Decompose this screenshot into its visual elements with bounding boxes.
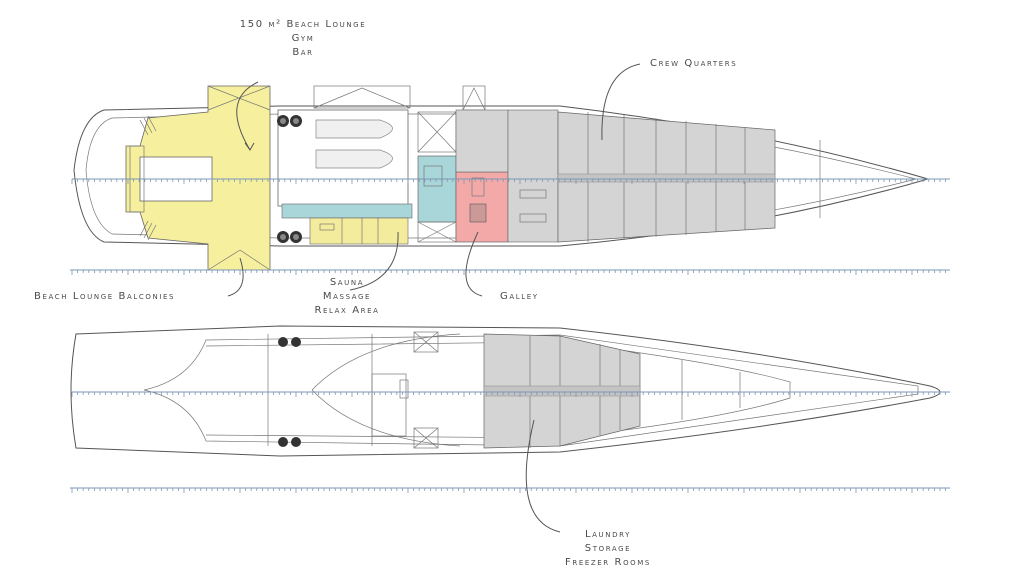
corridor [281, 203, 413, 219]
tender-boat [315, 149, 393, 169]
label-beach-lounge-balconies: Beach Lounge Balconies [34, 291, 176, 302]
label-line: Storage [584, 543, 632, 554]
label-spa: Sauna Massage Relax Area [292, 276, 402, 318]
vent-fans-lower [278, 337, 301, 447]
label-line: Bar [292, 47, 314, 58]
lower-deck-plan [70, 325, 941, 457]
label-line: 150 m² Beach Lounge [239, 19, 367, 30]
label-beach-lounge: 150 m² Beach Lounge Gym Bar [228, 18, 378, 60]
label-line: Sauna [329, 277, 365, 288]
label-service: Laundry Storage Freezer Rooms [548, 528, 668, 570]
label-line: Massage [322, 291, 372, 302]
tender-boat [315, 119, 393, 139]
label-crew-quarters: Crew Quarters [650, 58, 738, 69]
leader-balconies [227, 257, 244, 297]
leader-spa [349, 231, 399, 291]
upper-deck-plan [73, 85, 930, 271]
leader-galley [465, 231, 483, 297]
crew-mess [507, 109, 559, 243]
label-galley: Galley [500, 291, 539, 302]
leader-crew-quarters [601, 63, 641, 141]
lower-hull-outline [70, 325, 941, 457]
label-line: Freezer Rooms [565, 557, 651, 568]
label-line: Relax Area [314, 305, 380, 316]
leader-beach-lounge [236, 81, 259, 151]
spa-area [309, 217, 409, 245]
label-line: Laundry [584, 529, 631, 540]
leader-service [525, 419, 561, 533]
vent-fans [277, 115, 302, 243]
label-line: Gym [291, 33, 315, 44]
